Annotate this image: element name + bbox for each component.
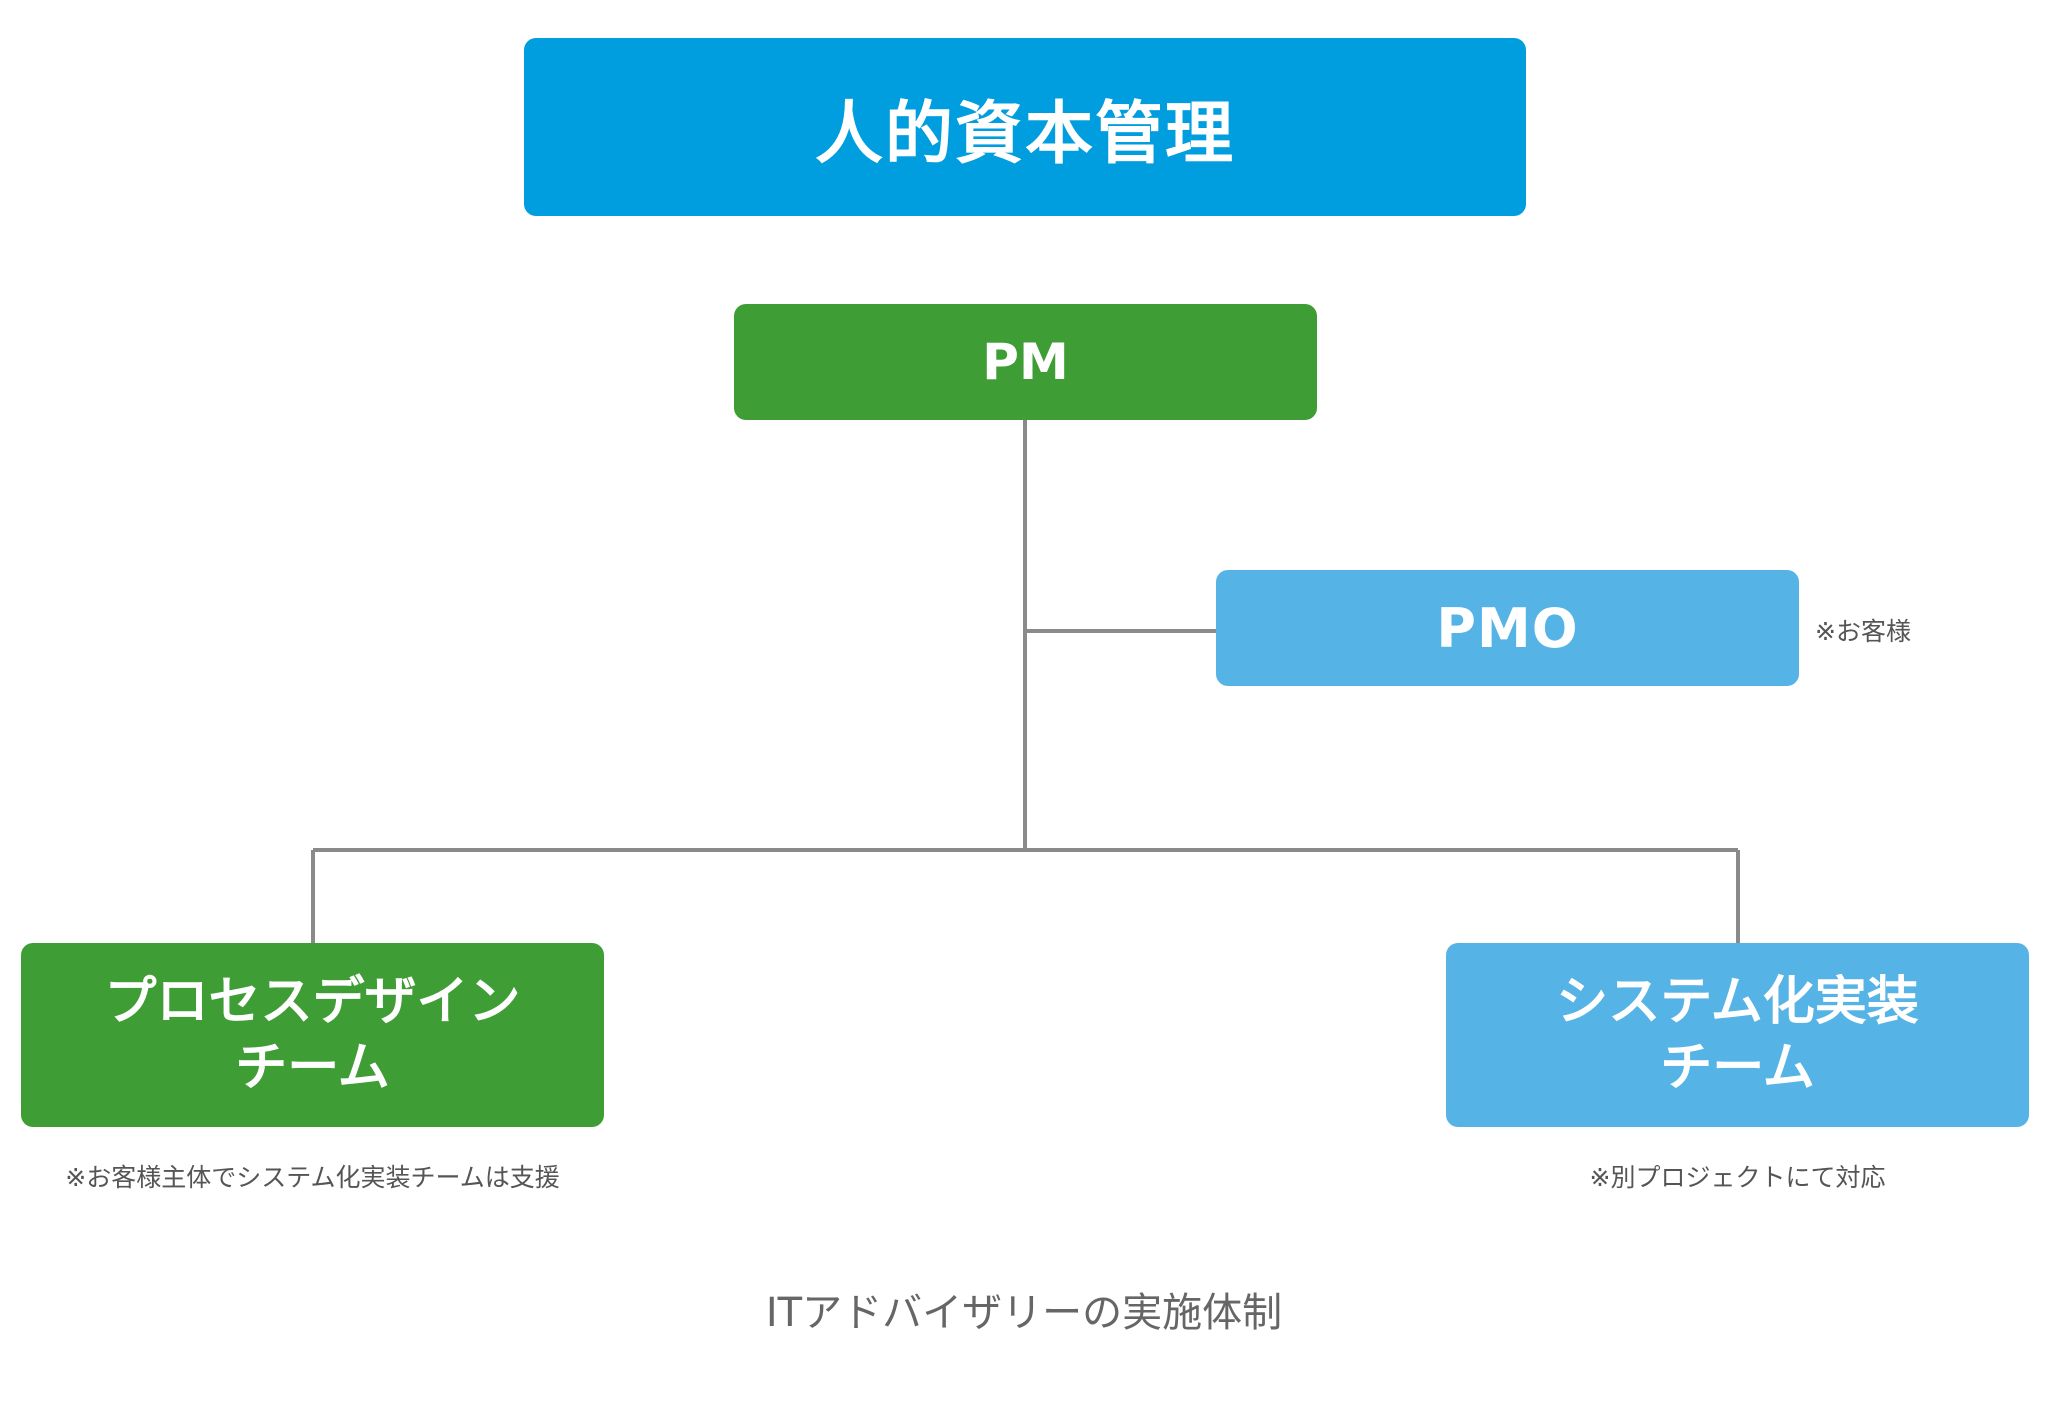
pm-box: PM (734, 304, 1317, 420)
system-implementation-team-box: システム化実装 チーム (1446, 943, 2029, 1127)
diagram-caption: ITアドバイザリーの実施体制 (765, 1290, 1283, 1336)
human-capital-management-label: 人的資本管理 (814, 94, 1235, 174)
system-implementation-team-label: システム化実装 チーム (1556, 972, 1919, 1098)
pmo-label: PMO (1436, 596, 1579, 660)
process-design-team-note: ※お客様主体でシステム化実装チームは支援 (65, 1163, 560, 1192)
pmo-box: PMO (1216, 570, 1799, 686)
human-capital-management-box: 人的資本管理 (524, 38, 1526, 216)
process-design-team-label: プロセスデザイン チーム (104, 972, 521, 1098)
system-implementation-team-note: ※別プロジェクトにて対応 (1589, 1163, 1886, 1192)
pm-label: PM (982, 333, 1069, 391)
pmo-note: ※お客様 (1815, 617, 1911, 646)
process-design-team-box: プロセスデザイン チーム (21, 943, 604, 1127)
